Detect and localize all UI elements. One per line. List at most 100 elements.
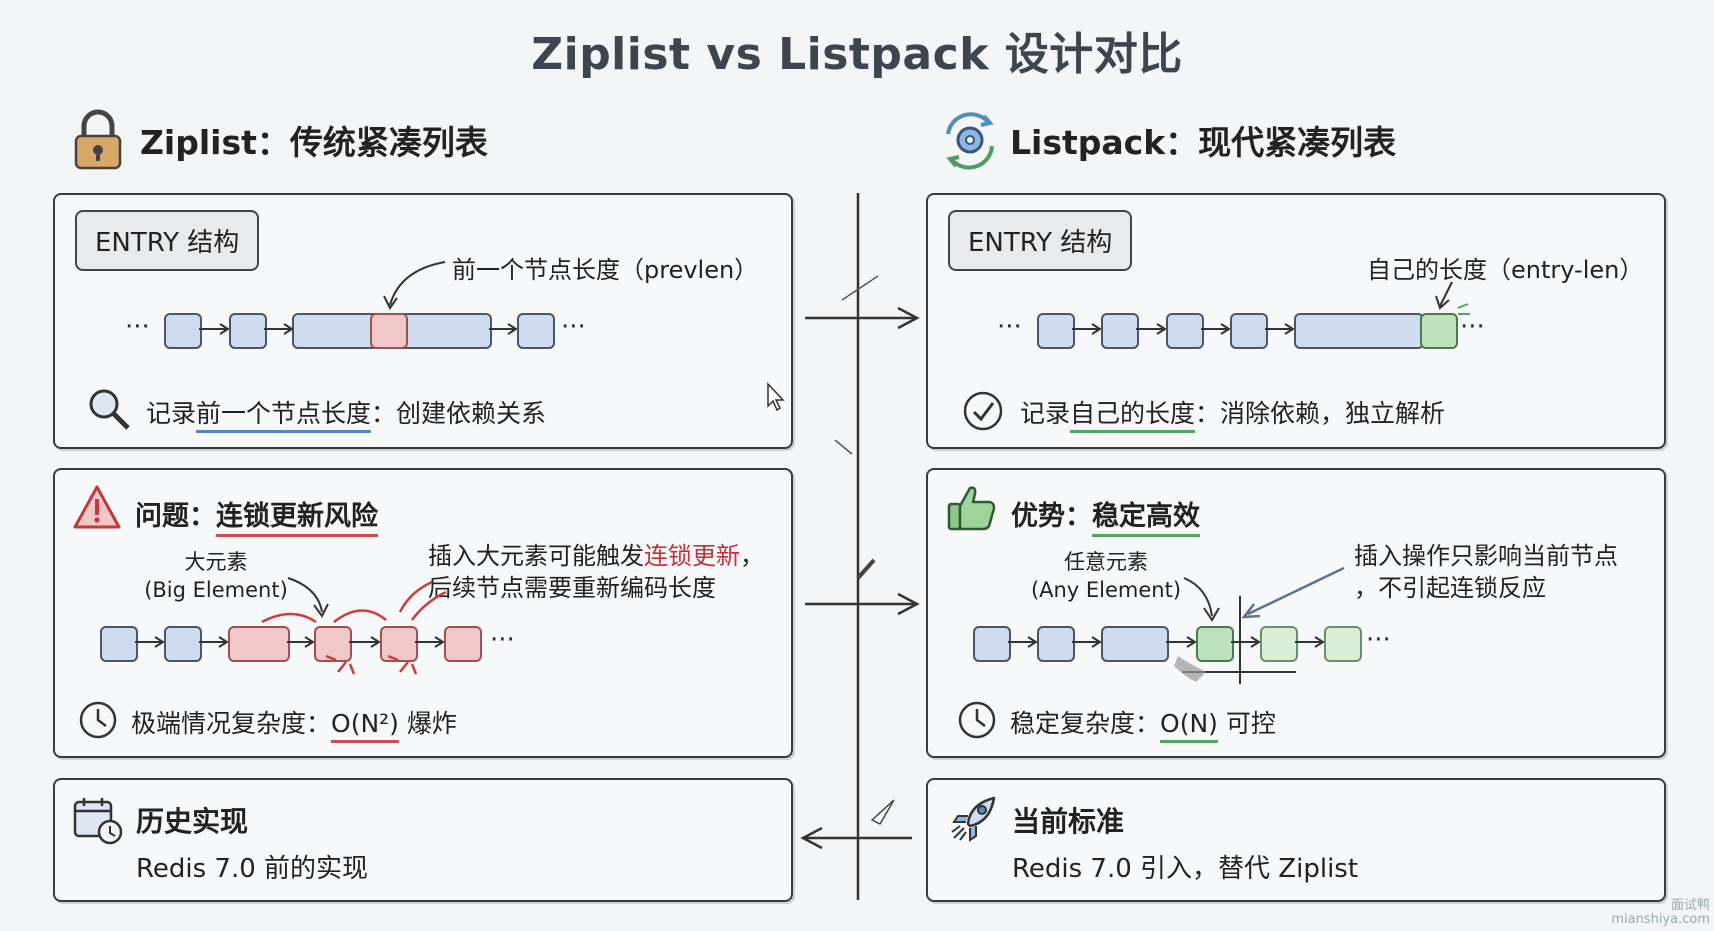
listpack-entry-tag: ENTRY 结构 — [948, 210, 1133, 271]
insert-note-2: ，不引起连锁反应 — [1354, 574, 1546, 602]
cursor-icon — [767, 382, 785, 412]
big-element-en: (Big Element) — [144, 578, 288, 602]
cascade-node — [314, 626, 352, 662]
ziplist-node — [517, 313, 555, 349]
magnifier-icon — [89, 389, 130, 430]
insert-note-2: 后续节点需要重新编码长度 — [428, 574, 716, 602]
listpack-big-node — [1294, 313, 1424, 349]
ziplist-node — [100, 626, 138, 662]
watermark: 面试鸭 mianshiya.com — [1611, 899, 1710, 927]
listpack-big-node — [1101, 626, 1169, 662]
listpack-node — [1037, 626, 1075, 662]
history-title: 历史实现 — [136, 805, 249, 838]
any-element-en: (Any Element) — [1030, 578, 1182, 602]
listpack-complexity: 稳定复杂度：O(N) 可控 — [1010, 704, 1276, 743]
ziplist-complexity: 极端情况复杂度：O(N²) 爆炸 — [131, 704, 457, 743]
ziplist-record-text: 记录前一个节点长度：创建依赖关系 — [146, 394, 547, 433]
ziplist-problem-card — [53, 468, 793, 758]
ziplist-node — [164, 626, 202, 662]
thumbs-up-icon — [947, 486, 996, 531]
insert-note-1: 插入操作只影响当前节点 — [1354, 542, 1618, 570]
complexity-prefix: 稳定复杂度： — [1010, 709, 1161, 738]
listpack-node — [1230, 313, 1268, 349]
entrylen-label: 自己的长度（entry-len） — [1367, 256, 1644, 284]
listpack-node — [1324, 626, 1362, 662]
listpack-node — [1166, 313, 1204, 349]
advantage-heading: 优势：稳定高效 — [1011, 494, 1200, 537]
any-element-cn: 任意元素 — [1064, 550, 1148, 574]
ziplist-history-card — [53, 778, 793, 902]
history-text: Redis 7.0 前的实现 — [136, 854, 369, 884]
rocket-icon — [951, 796, 996, 842]
ellipsis: ··· — [125, 312, 150, 342]
ziplist-node — [164, 313, 202, 349]
entrylen-field — [1420, 313, 1458, 349]
listpack-insert-note: 插入操作只影响当前节点 ，不引起连锁反应 — [1354, 540, 1618, 604]
record-suffix: ：消除依赖，独立解析 — [1195, 399, 1446, 428]
clock-icon — [958, 701, 996, 739]
clock-icon — [79, 701, 117, 739]
listpack-node — [1260, 626, 1298, 662]
advantage-title: 稳定高效 — [1092, 501, 1200, 537]
listpack-node — [1037, 313, 1075, 349]
ellipsis: ··· — [1366, 625, 1391, 655]
complexity-value: O(N²) — [331, 709, 399, 743]
record-suffix: ：创建依赖关系 — [371, 399, 547, 428]
current-title: 当前标准 — [1012, 805, 1125, 838]
insert-note-1c: ， — [740, 542, 764, 570]
prevlen-label: 前一个节点长度（prevlen） — [452, 256, 759, 284]
complexity-suffix: 可控 — [1217, 709, 1276, 738]
insert-note: 插入大元素可能触发连锁更新， 后续节点需要重新编码长度 — [428, 540, 764, 604]
current-text: Redis 7.0 引入，替代 Ziplist — [1012, 854, 1359, 884]
big-element-label: 大元素 (Big Element) — [136, 548, 296, 604]
insert-note-1b: 连锁更新 — [644, 542, 740, 570]
cascade-node — [380, 626, 418, 662]
ziplist-heading: Ziplist：传统紧凑列表 — [70, 108, 570, 178]
record-underlined: 自己的长度 — [1070, 399, 1196, 433]
listpack-heading-text: Listpack：现代紧凑列表 — [1010, 123, 1397, 162]
ziplist-entry-tag: ENTRY 结构 — [75, 210, 260, 271]
inserted-node — [1196, 626, 1234, 662]
ziplist-heading-text: Ziplist：传统紧凑列表 — [140, 123, 488, 162]
ziplist-node — [229, 313, 267, 349]
warning-triangle-icon — [73, 485, 121, 529]
record-underlined: 前一个节点长度 — [196, 399, 372, 433]
advantage-prefix: 优势： — [1011, 501, 1092, 532]
record-prefix: 记录 — [146, 399, 197, 428]
gears-sync-icon — [946, 112, 994, 170]
complexity-value: O(N) — [1160, 709, 1218, 743]
problem-heading: 问题：连锁更新风险 — [135, 494, 378, 537]
ellipsis: ··· — [490, 625, 515, 655]
prevlen-field — [370, 313, 408, 349]
ellipsis: ··· — [561, 312, 586, 342]
listpack-record-text: 记录自己的长度：消除依赖，独立解析 — [1020, 394, 1446, 433]
checkmark-circle-icon — [963, 391, 1003, 431]
insert-note-1a: 插入大元素可能触发 — [428, 542, 644, 570]
watermark-line2: mianshiya.com — [1611, 912, 1710, 927]
big-element-cn: 大元素 — [184, 550, 248, 574]
any-element-label: 任意元素 (Any Element) — [1026, 548, 1186, 604]
listpack-heading: Listpack：现代紧凑列表 — [940, 108, 1460, 178]
padlock-icon — [74, 109, 122, 170]
watermark-line1: 面试鸭 — [1670, 898, 1710, 913]
problem-prefix: 问题： — [135, 501, 216, 532]
ellipsis: ··· — [997, 312, 1022, 342]
complexity-prefix: 极端情况复杂度： — [131, 709, 332, 738]
problem-title: 连锁更新风险 — [216, 501, 378, 537]
record-prefix: 记录 — [1020, 399, 1071, 428]
cascade-node — [444, 626, 482, 662]
calendar-clock-icon — [73, 798, 123, 845]
big-element-node — [228, 626, 290, 662]
listpack-node — [973, 626, 1011, 662]
page-title: Ziplist vs Listpack 设计对比 — [531, 29, 1183, 80]
listpack-node — [1101, 313, 1139, 349]
complexity-suffix: 爆炸 — [398, 709, 457, 738]
listpack-current-card — [926, 778, 1666, 902]
listpack-advantage-card — [926, 468, 1666, 758]
ellipsis: ··· — [1460, 312, 1485, 342]
